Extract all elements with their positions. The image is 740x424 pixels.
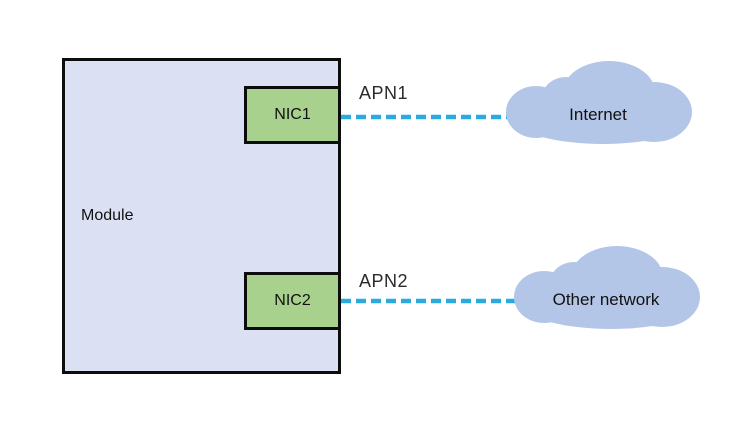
nic2-box: NIC2 — [244, 272, 341, 330]
apn2-label: APN2 — [359, 271, 409, 291]
internet-cloud-label: Internet — [569, 105, 627, 124]
nic1-label: NIC1 — [274, 106, 311, 123]
internet-cloud: Internet — [503, 59, 693, 145]
other-network-cloud: Other network — [511, 244, 701, 330]
apn1-label: APN1 — [359, 83, 409, 103]
other-network-cloud-label: Other network — [552, 290, 660, 309]
nic2-label: NIC2 — [274, 292, 311, 309]
cloud-icon — [506, 61, 692, 144]
nic1-box: NIC1 — [244, 86, 341, 144]
module-label: Module — [81, 207, 134, 224]
cloud-icon — [514, 246, 700, 329]
